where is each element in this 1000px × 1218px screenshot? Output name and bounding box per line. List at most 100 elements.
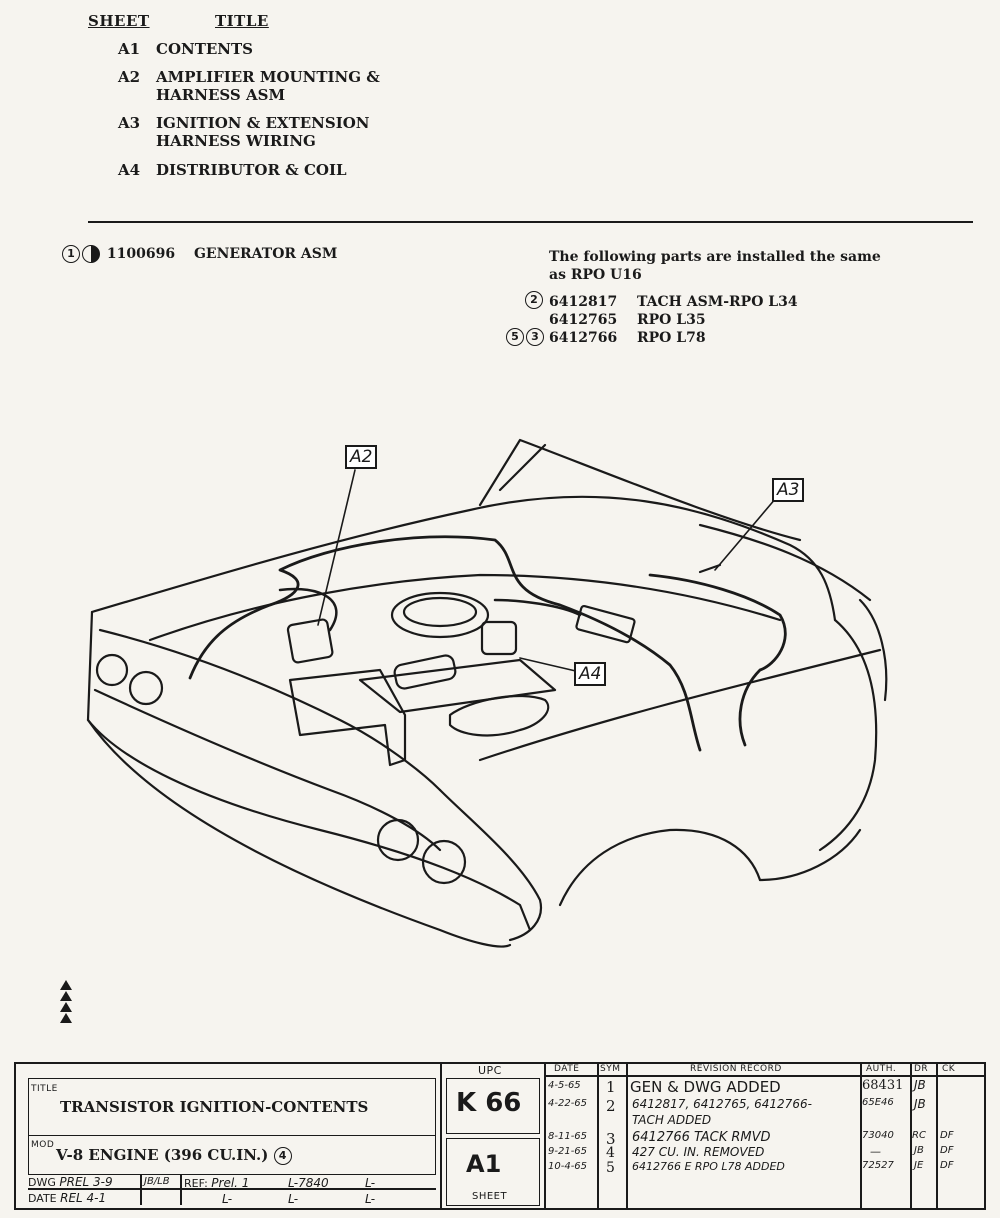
- rev-header-auth: AUTH.: [866, 1064, 897, 1074]
- rev-ck: DF: [940, 1160, 954, 1171]
- cowl-line: [698, 523, 872, 602]
- model-label: MOD: [31, 1140, 55, 1150]
- rev-dr: JB: [914, 1078, 926, 1092]
- harness-branch: [278, 587, 338, 632]
- sheet-cell: [446, 1138, 540, 1206]
- revision-triangles: [60, 980, 74, 1024]
- part-desc: RPO L78: [637, 330, 706, 346]
- air-cleaner: [390, 591, 490, 639]
- dwg-label: DWG: [28, 1176, 56, 1189]
- rev-col: [860, 1062, 862, 1210]
- rev-header-divider: [546, 1075, 986, 1077]
- index-title: CONTENTS: [156, 40, 254, 58]
- part-number: 6412765: [549, 312, 618, 328]
- upc-block: [440, 1062, 546, 1210]
- rev-dr: RC: [912, 1130, 926, 1141]
- index-title: DISTRIBUTOR & COIL: [156, 161, 347, 179]
- harness-branch: [493, 598, 582, 617]
- ref-row: REF: Prel. 1: [184, 1176, 249, 1190]
- index-title-cont: HARNESS WIRING: [156, 132, 316, 150]
- revision-mark: 5: [506, 328, 524, 346]
- revision-mark: 3: [526, 328, 544, 346]
- rev-header-ck: CK: [942, 1064, 956, 1074]
- dash-lead: [698, 563, 722, 574]
- model-value: V-8 ENGINE (396 CU.IN.): [56, 1146, 269, 1164]
- part-number: 1100696: [106, 246, 176, 262]
- lower-valance: [86, 718, 512, 948]
- date-row: DATE REL 4-1: [28, 1191, 106, 1205]
- rev-header-record: REVISION RECORD: [690, 1064, 782, 1074]
- rev-sym: 2: [606, 1097, 616, 1115]
- valve-cover: [358, 658, 557, 714]
- part-row: 6412817 TACH ASM-RPO L34: [549, 293, 798, 311]
- windshield-line: [478, 438, 802, 542]
- index-row-a1: A1 CONTENTS: [118, 40, 253, 58]
- rev-auth: 68431: [862, 1078, 904, 1093]
- dwg-row: DWG PREL 3-9: [28, 1175, 113, 1189]
- grille-bottom: [93, 688, 442, 852]
- front-bumper: [86, 610, 532, 932]
- rev-auth: 65E46: [862, 1097, 894, 1108]
- rev-record: 6412817, 6412765, 6412766-: [632, 1097, 812, 1111]
- upc-label: UPC: [478, 1064, 502, 1077]
- section-divider: [88, 221, 973, 223]
- index-title: IGNITION & EXTENSION: [156, 114, 370, 132]
- rev-record: 6412766 E RPO L78 ADDED: [632, 1160, 785, 1173]
- part-name: GENERATOR ASM: [193, 246, 338, 262]
- part-number: 6412817: [549, 294, 618, 310]
- rev-ck: DF: [940, 1145, 954, 1156]
- sheet-label: SHEET: [472, 1191, 508, 1202]
- generator-line: 1 1100696 GENERATOR ASM: [62, 245, 337, 263]
- drawing-title: TRANSISTOR IGNITION-CONTENTS: [60, 1098, 369, 1116]
- leader-a2: [317, 469, 356, 626]
- index-sheet: A2: [118, 68, 141, 86]
- title-header: TITLE: [215, 12, 269, 30]
- door-edge: [858, 598, 888, 702]
- rev-header-sym: SYM: [600, 1064, 621, 1074]
- title-label: TITLE: [31, 1084, 58, 1094]
- hood-inner-edge: [148, 573, 782, 642]
- rev-record: 427 CU. IN. REMOVED: [632, 1145, 765, 1159]
- l-field: L-: [365, 1176, 376, 1190]
- revision-mark: 1: [62, 245, 80, 263]
- date-value: REL 4-1: [60, 1191, 107, 1205]
- headlight: [95, 653, 129, 687]
- index-sheet: A4: [118, 161, 141, 179]
- revision-triangle-icon: [60, 1002, 72, 1012]
- rev-ck: DF: [940, 1130, 954, 1141]
- l-field: L-: [365, 1192, 376, 1206]
- part-row: 6412765 RPO L35: [549, 311, 706, 329]
- index-row-a4: A4 DISTRIBUTOR & COIL: [118, 161, 347, 179]
- rev-date: 10-4-65: [548, 1161, 588, 1172]
- rev-sym: 5: [606, 1160, 615, 1176]
- rev-col: [626, 1062, 628, 1210]
- index-sheet: A1: [118, 40, 141, 58]
- fender-side: [758, 828, 862, 882]
- rev-header-dr: DR: [914, 1064, 929, 1074]
- revision-mark: 2: [525, 291, 543, 309]
- l-field: L-7840: [288, 1176, 329, 1190]
- rev-date: 8-11-65: [548, 1131, 588, 1142]
- coil: [393, 654, 457, 690]
- model-text: V-8 ENGINE (396 CU.IN.) 4: [56, 1146, 294, 1165]
- battery: [288, 668, 407, 767]
- leader-a4: [519, 657, 581, 673]
- col-divider: [140, 1175, 142, 1205]
- rev-auth: —: [870, 1145, 881, 1158]
- revision-triangle-icon: [60, 991, 72, 1001]
- note-line: The following parts are installed the sa…: [549, 249, 881, 265]
- harness-to-a3: [648, 573, 787, 747]
- upc-value: K 66: [456, 1088, 522, 1118]
- rev-sym: 3: [606, 1130, 616, 1148]
- grille-top: [98, 628, 442, 792]
- headlight: [376, 818, 420, 862]
- row-divider: [28, 1188, 436, 1190]
- callout-a2: A2: [345, 445, 378, 469]
- headlight: [128, 670, 164, 706]
- revision-triangle-icon: [60, 980, 72, 990]
- leader-a3: [714, 497, 777, 571]
- callout-a3: A3: [772, 478, 805, 502]
- rev-auth: 72527: [862, 1160, 894, 1171]
- front-edge: [438, 788, 543, 942]
